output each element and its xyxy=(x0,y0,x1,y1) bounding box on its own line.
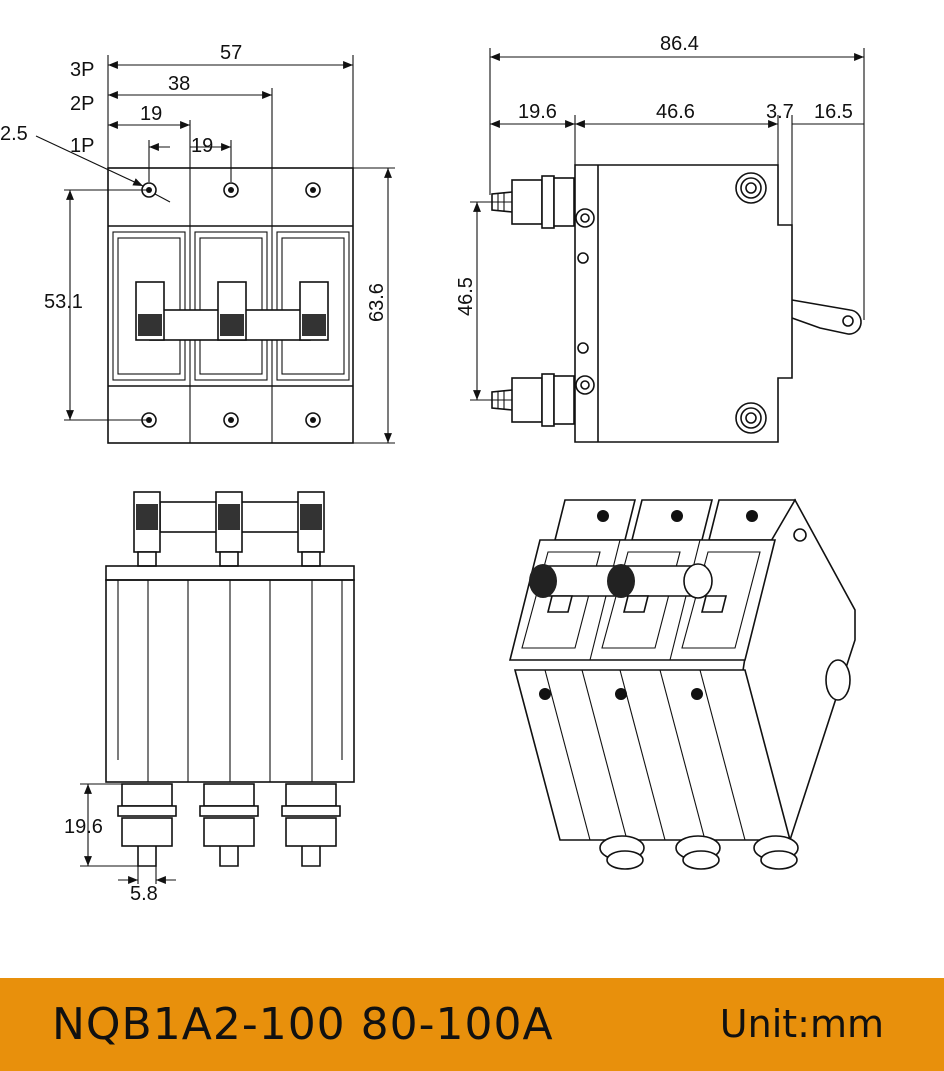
side-screws xyxy=(575,172,767,434)
bottom-view: 19.6 5.8 xyxy=(64,491,355,905)
unit-label: Unit:mm xyxy=(719,1002,884,1046)
side-view: 86.4 19.6 46.6 3.7 16.5 46.5 xyxy=(455,33,865,443)
dim-total-length: 86.4 xyxy=(660,33,699,55)
footer-banner: NQB1A2-100 80-100A Unit:mm xyxy=(0,978,944,1071)
dim-stud-length: 19.6 xyxy=(64,816,103,838)
dim-step: 3.7 xyxy=(766,101,794,123)
label-2p: 2P xyxy=(70,93,94,115)
front-view: 57 38 19 19 3P 2P 1P 2.5 63.6 53.1 xyxy=(0,42,395,444)
dim-height: 63.6 xyxy=(366,283,388,322)
bottom-handles xyxy=(133,491,325,567)
dim-terminal-length: 19.6 xyxy=(518,101,557,123)
isometric-view xyxy=(508,498,856,870)
front-pole-windows xyxy=(112,231,350,381)
dim-mount-spacing: 53.1 xyxy=(44,291,83,313)
dim-2p-width: 38 xyxy=(168,73,190,95)
iso-studs xyxy=(599,659,851,870)
side-body xyxy=(574,164,793,443)
dim-hole-dia: 2.5 xyxy=(0,123,28,145)
dim-terminal-spacing: 46.5 xyxy=(455,277,477,316)
dim-handle-length: 16.5 xyxy=(814,101,853,123)
side-terminals xyxy=(491,175,575,427)
dim-1p-width: 19 xyxy=(140,103,162,125)
label-3p: 3P xyxy=(70,59,94,81)
label-1p: 1P xyxy=(70,135,94,157)
bottom-studs xyxy=(117,783,341,867)
technical-drawing: 57 38 19 19 3P 2P 1P 2.5 63.6 53.1 xyxy=(0,33,865,905)
dim-pitch: 19 xyxy=(191,135,213,157)
dim-stud-dia: 5.8 xyxy=(130,883,158,905)
dim-body-length: 46.6 xyxy=(656,101,695,123)
side-handle xyxy=(791,299,862,335)
front-handles xyxy=(135,281,329,341)
model-number: NQB1A2-100 80-100A xyxy=(52,999,554,1050)
dim-3p-width: 57 xyxy=(220,42,242,64)
